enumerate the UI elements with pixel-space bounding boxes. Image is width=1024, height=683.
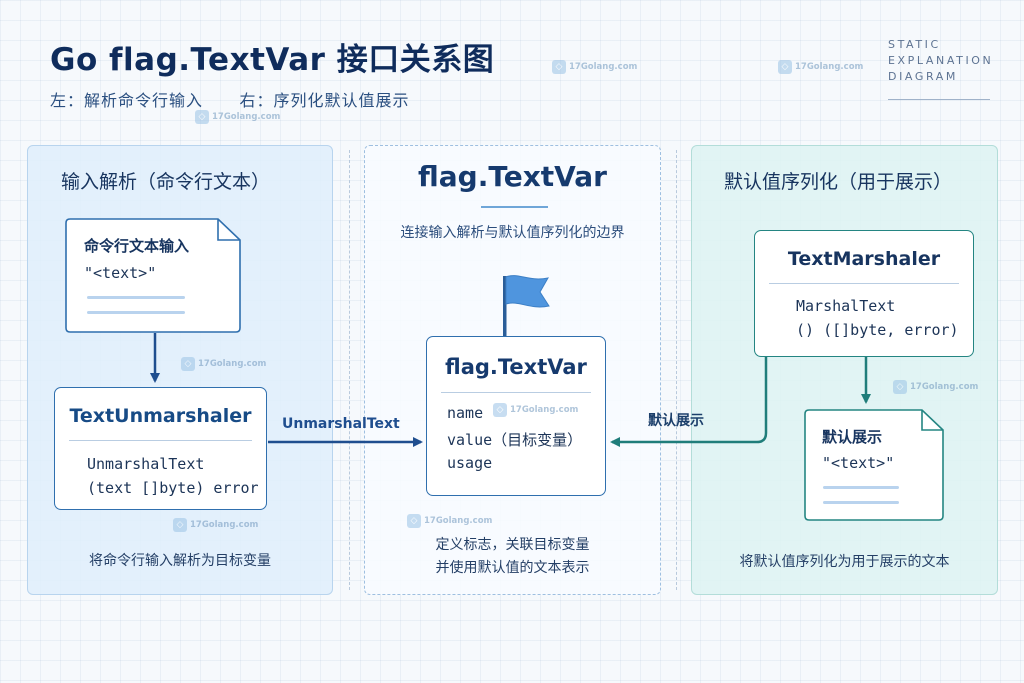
default-display-arrow: [610, 357, 768, 447]
box-title: flag.TextVar: [445, 355, 587, 379]
panel-divider: [349, 150, 350, 590]
serialization-panel: [691, 145, 998, 595]
flag-icon: [503, 275, 550, 338]
left-panel-caption: 将命令行输入解析为目标变量: [89, 553, 271, 569]
tag-line: DIAGRAM: [888, 70, 958, 83]
box-divider: [441, 392, 591, 393]
param-value: value（目标变量）: [447, 431, 583, 449]
method-line: UnmarshalText: [87, 455, 205, 473]
box-divider: [769, 283, 959, 284]
center-panel-title: flag.TextVar: [418, 160, 607, 193]
doc-text: "<text>": [822, 454, 895, 472]
default-display-doc: 默认展示 "<text>": [804, 409, 944, 521]
flag-textvar-box: flag.TextVar name value（目标变量） usage: [426, 336, 606, 496]
center-title-underline: [481, 206, 548, 208]
static-explanation-tag: STATIC EXPLANATION DIAGRAM: [888, 37, 998, 85]
method-line: () ([]byte, error): [796, 321, 959, 339]
page-subtitle: 左：解析命令行输入 右：序列化默认值展示: [50, 91, 410, 110]
panel-divider: [676, 150, 677, 590]
box-divider: [69, 440, 252, 441]
text-marshaler-box: TextMarshaler MarshalText () ([]byte, er…: [754, 230, 974, 357]
cli-text-input-doc: 命令行文本输入 "<text>": [65, 218, 241, 333]
document-shape-icon: [804, 409, 944, 521]
document-shape-icon: [65, 218, 241, 333]
doc-text: "<text>": [84, 264, 157, 282]
method-line: (text []byte) error: [87, 479, 259, 497]
tag-line: EXPLANATION: [888, 54, 994, 67]
text-unmarshaler-box: TextUnmarshaler UnmarshalText (text []by…: [54, 387, 267, 510]
tag-line: STATIC: [888, 38, 941, 51]
caption-line: 定义标志，关联目标变量: [435, 537, 590, 553]
doc-title: 默认展示: [822, 428, 883, 446]
param-usage: usage: [447, 454, 493, 472]
param-name: name: [447, 404, 484, 422]
right-panel-caption: 将默认值序列化为用于展示的文本: [739, 554, 950, 570]
page-title: Go flag.TextVar 接口关系图: [50, 42, 495, 78]
caption-line: 并使用默认值的文本表示: [435, 560, 590, 576]
box-title: TextUnmarshaler: [69, 405, 252, 427]
box-title: TextMarshaler: [787, 248, 941, 270]
tag-divider: [888, 99, 990, 100]
center-panel-caption: 定义标志，关联目标变量 并使用默认值的文本表示: [364, 534, 661, 580]
method-line: MarshalText: [796, 297, 896, 315]
right-panel-title: 默认值序列化（用于展示）: [724, 171, 953, 193]
display-arrow-label: 默认展示: [648, 413, 704, 429]
center-panel-subtitle: 连接输入解析与默认值序列化的边界: [400, 225, 625, 241]
doc-title: 命令行文本输入: [84, 237, 190, 255]
unmarshal-arrow-label: UnmarshalText: [282, 416, 400, 432]
left-panel-title: 输入解析（命令行文本）: [61, 171, 271, 193]
